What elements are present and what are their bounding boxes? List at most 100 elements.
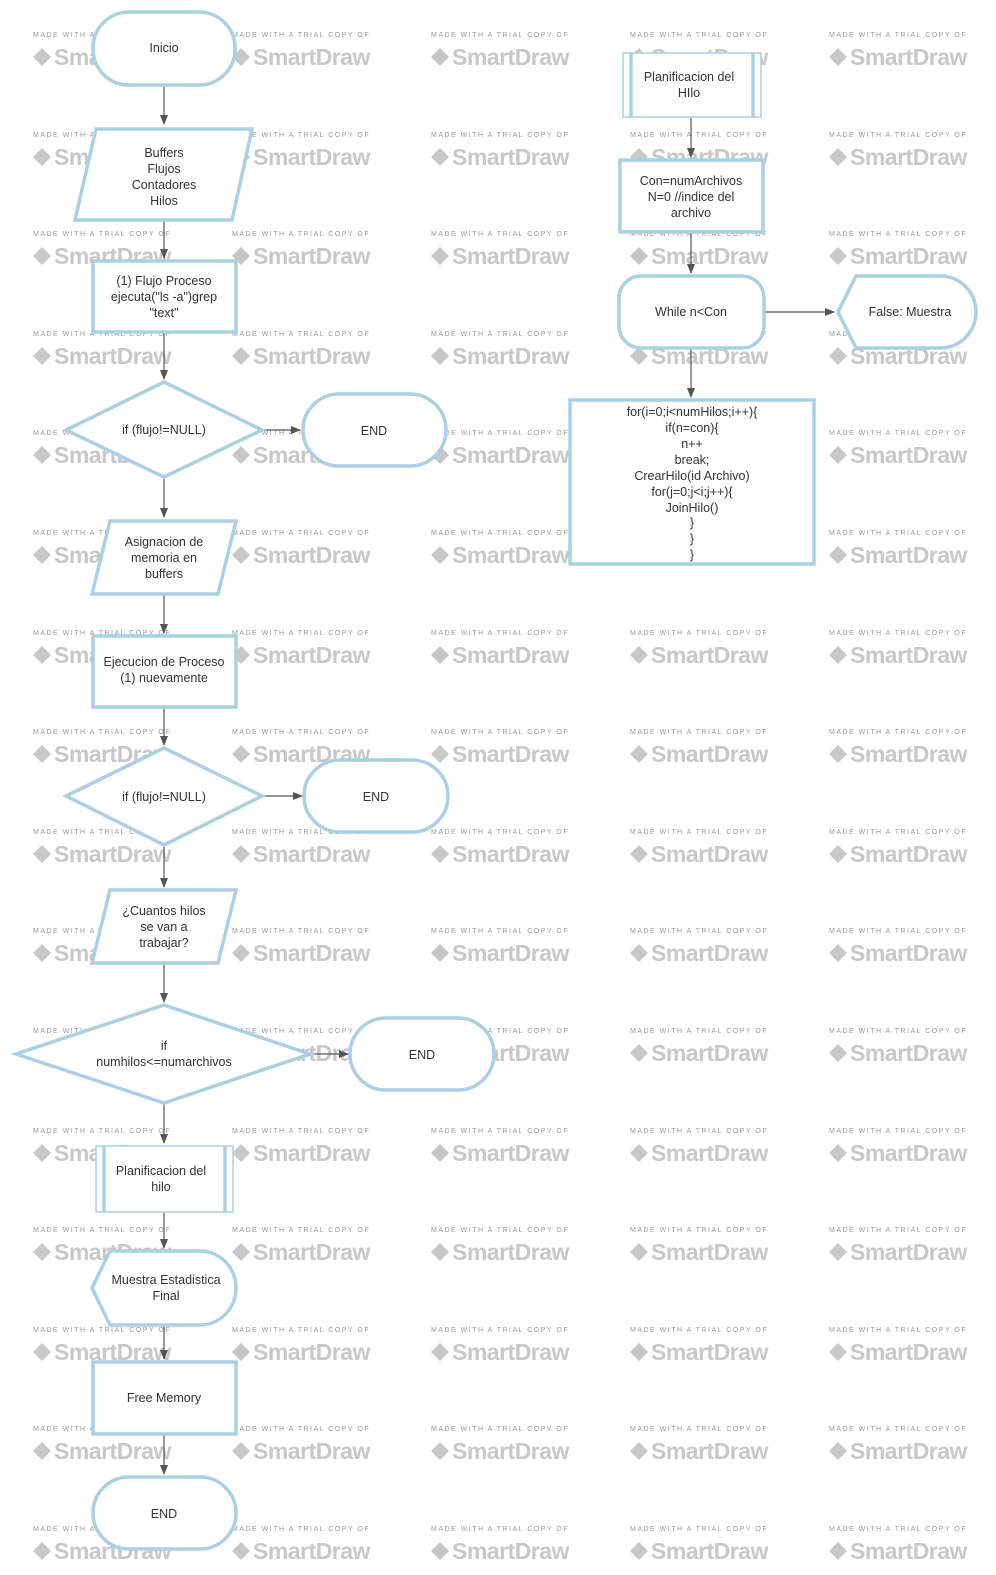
watermark-caption: MADE WITH A TRIAL COPY OF	[829, 32, 967, 39]
watermark-caption: MADE WITH A TRIAL COPY OF	[829, 1327, 967, 1334]
watermark-brand: SmartDraw	[651, 1040, 769, 1066]
watermark-brand: SmartDraw	[253, 44, 371, 70]
terminator-shape	[301, 392, 448, 468]
inicio-label: Inicio	[149, 41, 178, 55]
watermark-caption: MADE WITH A TRIAL COPY OF	[630, 1128, 768, 1135]
node-inicio: Inicio	[91, 10, 237, 87]
if-numhilos-line-1: if	[161, 1039, 168, 1053]
smartdraw-logo-icon	[630, 845, 648, 863]
smartdraw-logo-icon	[33, 646, 51, 664]
smartdraw-logo-icon	[630, 745, 648, 763]
for-line-10: }	[690, 548, 694, 562]
watermark-caption: MADE WITH A TRIAL COPY OF	[33, 1128, 171, 1135]
smartdraw-logo-icon	[829, 845, 847, 863]
watermark-brand: SmartDraw	[850, 1140, 968, 1166]
data-shape	[89, 888, 239, 965]
watermark-brand: SmartDraw	[651, 741, 769, 767]
watermark-caption: MADE WITH A TRIAL COPY OF	[829, 1426, 967, 1433]
muestra-line-1: Muestra Estadistica	[111, 1273, 220, 1287]
if-numhilos-line-2: numhilos<=numarchivos	[96, 1055, 232, 1069]
watermark-brand: SmartDraw	[253, 642, 371, 668]
buffers-line-3: Contadores	[132, 178, 197, 192]
smartdraw-logo-icon	[33, 148, 51, 166]
node-buffers: Buffers Flujos Contadores Hilos	[72, 127, 255, 222]
watermark-brand: SmartDraw	[850, 642, 968, 668]
watermark-caption: MADE WITH A TRIAL COPY OF	[630, 32, 768, 39]
cuantos-line-3: trabajar?	[139, 936, 188, 950]
watermark-brand: SmartDraw	[651, 642, 769, 668]
watermark-caption: MADE WITH A TRIAL COPY OF	[630, 1028, 768, 1035]
watermark-brand: SmartDraw	[850, 1538, 968, 1564]
node-while: While n<Con	[617, 274, 766, 350]
watermark-brand: SmartDraw	[452, 1438, 570, 1464]
watermark-brand: SmartDraw	[452, 841, 570, 867]
smartdraw-logo-icon	[431, 148, 449, 166]
watermark-caption: MADE WITH A TRIAL COPY OF	[431, 1327, 569, 1334]
watermark-brand: SmartDraw	[850, 841, 968, 867]
display-shape	[836, 274, 978, 350]
smartdraw-logo-icon	[232, 845, 250, 863]
watermark-caption: MADE WITH A TRIAL COPY OF	[829, 1227, 967, 1234]
watermark-caption: MADE WITH A TRIAL COPY OF	[431, 1526, 569, 1533]
smartdraw-logo-icon	[630, 247, 648, 265]
watermark-tile: MADE WITH A TRIAL COPY OF SmartDraw	[630, 1028, 769, 1066]
end-final-label: END	[151, 1507, 177, 1521]
subprocess-shape	[95, 1145, 234, 1213]
watermark-brand: SmartDraw	[850, 741, 968, 767]
watermark-brand: SmartDraw	[651, 1538, 769, 1564]
node-end-2: END	[302, 758, 450, 834]
smartdraw-logo-icon	[630, 1243, 648, 1261]
watermark-brand: SmartDraw	[850, 940, 968, 966]
watermark-caption: MADE WITH A TRIAL COPY OF	[431, 530, 569, 537]
watermark-caption: MADE WITH A TRIAL COPY OF	[33, 829, 171, 836]
node-if-flujo-2: if (flujo!=NULL)	[62, 746, 266, 847]
buffers-line-2: Flujos	[147, 162, 180, 176]
smartdraw-logo-icon	[630, 646, 648, 664]
watermark-caption: MADE WITH A TRIAL COPY OF	[33, 630, 171, 637]
asignacion-line-2: memoria en	[131, 551, 197, 565]
watermark-caption: MADE WITH A TRIAL COPY OF	[829, 829, 967, 836]
process-shape	[568, 398, 816, 566]
watermark-brand: SmartDraw	[651, 940, 769, 966]
watermark-caption: MADE WITH A TRIAL COPY OF	[232, 331, 370, 338]
watermark-caption: MADE WITH A TRIAL COPY OF	[232, 1327, 370, 1334]
con-line-3: archivo	[671, 206, 711, 220]
node-if-flujo-1: if (flujo!=NULL)	[61, 380, 267, 479]
node-end-final: END	[91, 1475, 238, 1551]
watermark-caption: MADE WITH A TRIAL COPY OF	[630, 231, 768, 238]
data-shape	[72, 127, 255, 222]
connectors	[160, 86, 835, 1475]
for-line-7: JoinHilo()	[666, 501, 719, 515]
display-shape	[90, 1249, 238, 1327]
smartdraw-logo-icon	[630, 1442, 648, 1460]
watermark-brand: SmartDraw	[850, 1339, 968, 1365]
watermark-caption: MADE WITH A TRIAL COPY OF	[232, 1128, 370, 1135]
asignacion-line-3: buffers	[145, 567, 183, 581]
